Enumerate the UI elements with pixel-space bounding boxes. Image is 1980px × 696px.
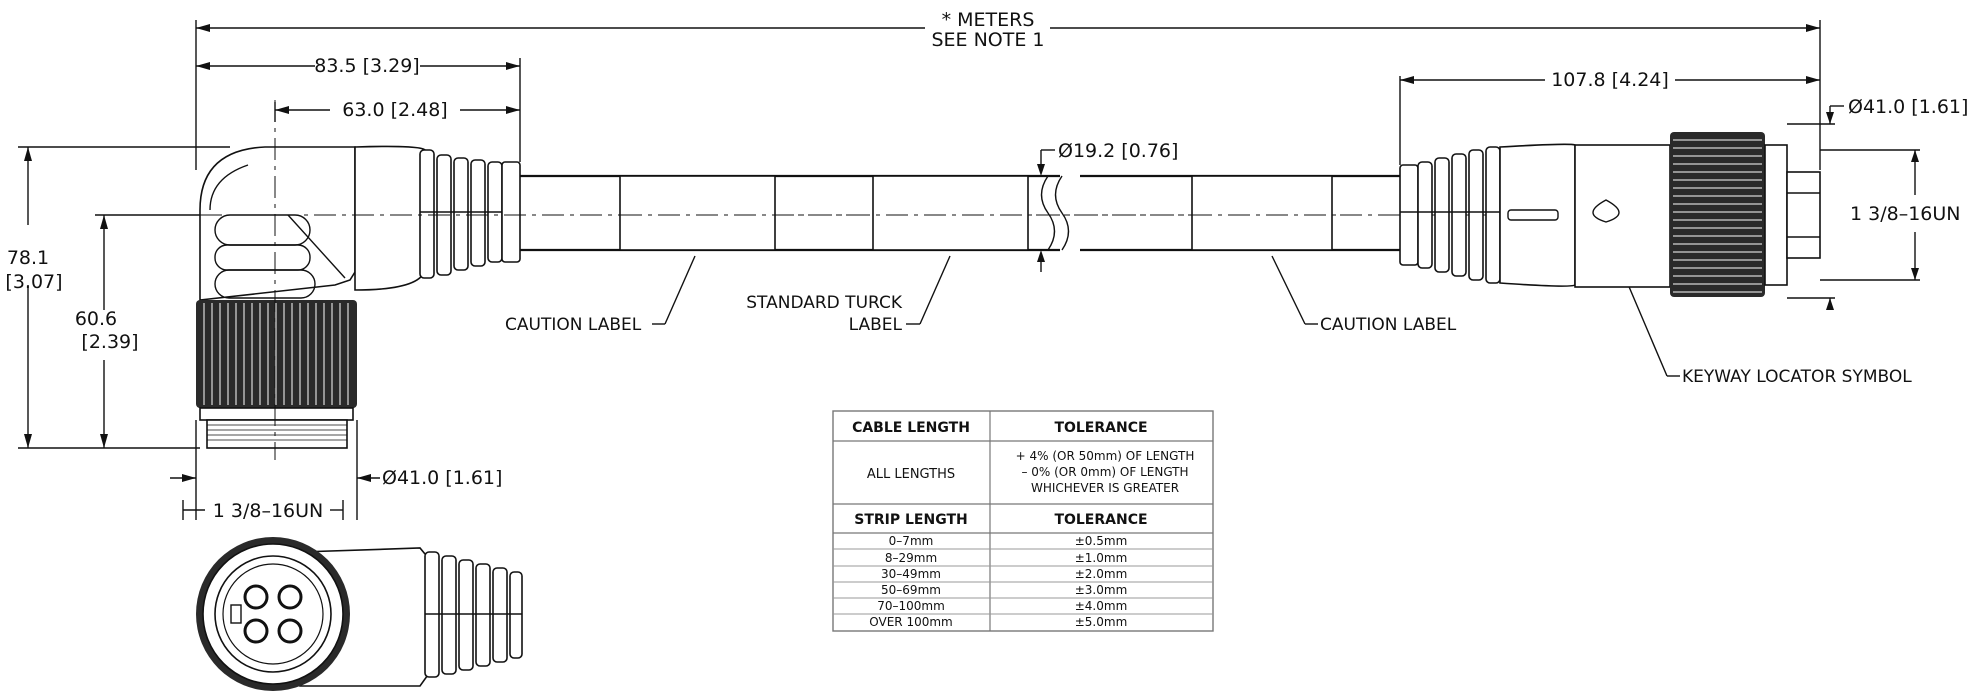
table-row-tolerance: ±1.0mm	[1075, 551, 1128, 565]
table-row: 70–100mm	[877, 599, 945, 613]
table-row: 0–7mm	[889, 534, 934, 548]
right-thread-label: 1 3/8–16UN	[1850, 203, 1961, 225]
overall-length-text: * METERS	[942, 9, 1035, 31]
cable-diameter-label: Ø19.2 [0.76]	[1058, 140, 1178, 162]
left-height2-inch: [2.39]	[81, 331, 138, 353]
table-row-tolerance: ±0.5mm	[1075, 534, 1128, 548]
table-header-strip-length: STRIP LENGTH	[854, 512, 967, 528]
table-tolerance-line3: WHICHEVER IS GREATER	[1031, 481, 1179, 495]
table-row: 50–69mm	[881, 583, 941, 597]
left-height2-value: 60.6	[75, 308, 117, 330]
table-row: OVER 100mm	[869, 615, 952, 629]
left-connector-dimensions: 83.5 [3.29] 63.0 [2.48] 78.1 [3.07] 60.6…	[5, 55, 521, 522]
caution-label-right: CAUTION LABEL	[1320, 315, 1457, 335]
right-length-label: 107.8 [4.24]	[1551, 69, 1669, 91]
table-tolerance-line2: – 0% (OR 0mm) OF LENGTH	[1021, 465, 1188, 479]
left-height-inch: [3.07]	[5, 271, 62, 293]
left-thread-label: 1 3/8–16UN	[213, 500, 324, 522]
connector-face-view	[196, 537, 523, 691]
right-diameter-label: Ø41.0 [1.61]	[1848, 96, 1968, 118]
table-tolerance-line1: + 4% (OR 50mm) OF LENGTH	[1016, 449, 1195, 463]
left-length-label: 83.5 [3.29]	[314, 55, 419, 77]
right-straight-connector: 107.8 [4.24]	[1399, 69, 1968, 310]
overall-length-note: SEE NOTE 1	[931, 29, 1044, 51]
table-header-cable-length: CABLE LENGTH	[852, 420, 970, 436]
tolerance-table: CABLE LENGTH TOLERANCE ALL LENGTHS + 4% …	[832, 410, 1214, 632]
table-row-tolerance: ±2.0mm	[1075, 567, 1128, 581]
table-row: 30–49mm	[881, 567, 941, 581]
table-row-tolerance: ±4.0mm	[1075, 599, 1128, 613]
standard-turck-label-line1: STANDARD TURCK	[746, 293, 903, 313]
table-header-strip-tolerance: TOLERANCE	[1054, 512, 1147, 528]
keyway-locator-label: KEYWAY LOCATOR SYMBOL	[1682, 367, 1912, 387]
callout-labels: CAUTION LABEL STANDARD TURCK LABEL CAUTI…	[505, 234, 1912, 387]
cable: Ø19.2 [0.76]	[520, 140, 1400, 272]
caution-label-left: CAUTION LABEL	[505, 315, 642, 335]
table-row-tolerance: ±5.0mm	[1075, 615, 1128, 629]
table-row-tolerance: ±3.0mm	[1075, 583, 1128, 597]
left-inner-length-label: 63.0 [2.48]	[342, 99, 447, 121]
table-header-tolerance: TOLERANCE	[1054, 420, 1147, 436]
standard-turck-label-line2: LABEL	[849, 315, 903, 335]
left-height-value: 78.1	[7, 247, 49, 269]
left-right-angle-connector	[196, 100, 1820, 460]
overall-length-dimension: * METERS SEE NOTE 1	[195, 9, 1821, 170]
table-all-lengths: ALL LENGTHS	[867, 467, 955, 482]
left-diameter-label: Ø41.0 [1.61]	[382, 467, 502, 489]
table-row: 8–29mm	[885, 551, 937, 565]
